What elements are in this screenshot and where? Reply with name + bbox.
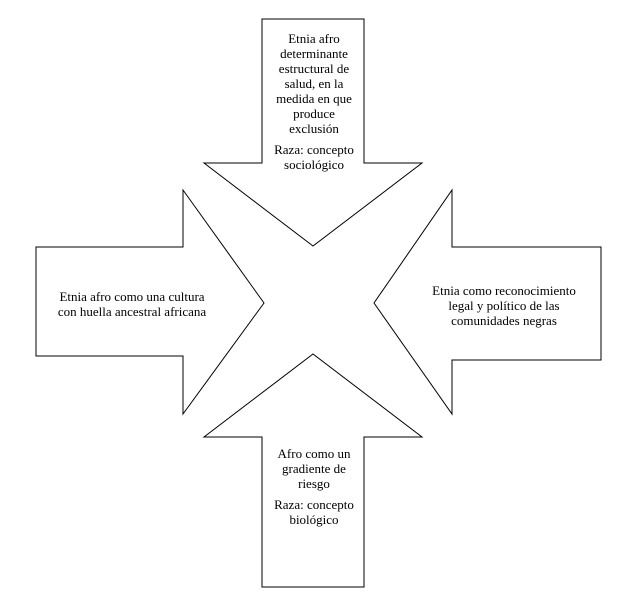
arrow-top-text: Etnia afro determinante estructural de s…	[266, 31, 362, 136]
arrow-bottom-note: Raza: concepto biológico	[266, 497, 362, 527]
arrow-bottom-line: gradiente de	[282, 461, 346, 476]
arrow-right-line: Etnia como reconocimiento	[432, 283, 576, 298]
arrow-top-line: salud, en la	[284, 76, 344, 91]
arrow-left-line: Etnia afro como una cultura	[59, 289, 205, 304]
arrow-bottom-note-line: Raza: concepto	[274, 497, 354, 512]
arrow-top-line: Etnia afro	[288, 31, 340, 46]
arrow-bottom-line: Afro como un	[277, 446, 351, 461]
arrow-top-line: produce	[293, 106, 335, 121]
arrow-top	[202, 18, 424, 247]
arrow-top-line: exclusión	[289, 121, 339, 136]
arrow-bottom-line: riesgo	[298, 476, 330, 491]
arrow-left-line: con huella ancestral africana	[57, 304, 207, 319]
arrow-bottom	[202, 353, 424, 588]
arrow-right-text: Etnia como reconocimiento legal y políti…	[412, 283, 596, 328]
arrow-top-note-line: sociológico	[284, 157, 344, 172]
arrow-right-line: comunidades negras	[451, 313, 557, 328]
arrow-bottom-text: Afro como un gradiente de riesgo	[266, 446, 362, 491]
arrow-left-text: Etnia afro como una cultura con huella a…	[44, 289, 220, 319]
arrow-right	[373, 188, 602, 416]
arrow-top-line: determinante	[280, 46, 348, 61]
arrow-top-line: estructural de	[278, 61, 350, 76]
arrow-right-line: legal y político de las	[448, 298, 560, 313]
arrow-left	[35, 188, 265, 416]
arrow-top-note-line: Raza: concepto	[274, 142, 354, 157]
arrow-bottom-label: Afro como un gradiente de riesgo Raza: c…	[266, 446, 362, 527]
arrow-top-line: medida en que	[276, 91, 352, 106]
arrow-right-label: Etnia como reconocimiento legal y políti…	[412, 283, 596, 328]
arrow-top-label: Etnia afro determinante estructural de s…	[266, 31, 362, 172]
arrow-bottom-note-line: biológico	[289, 512, 339, 527]
arrow-left-label: Etnia afro como una cultura con huella a…	[44, 289, 220, 319]
arrow-top-note: Raza: concepto sociológico	[266, 142, 362, 172]
